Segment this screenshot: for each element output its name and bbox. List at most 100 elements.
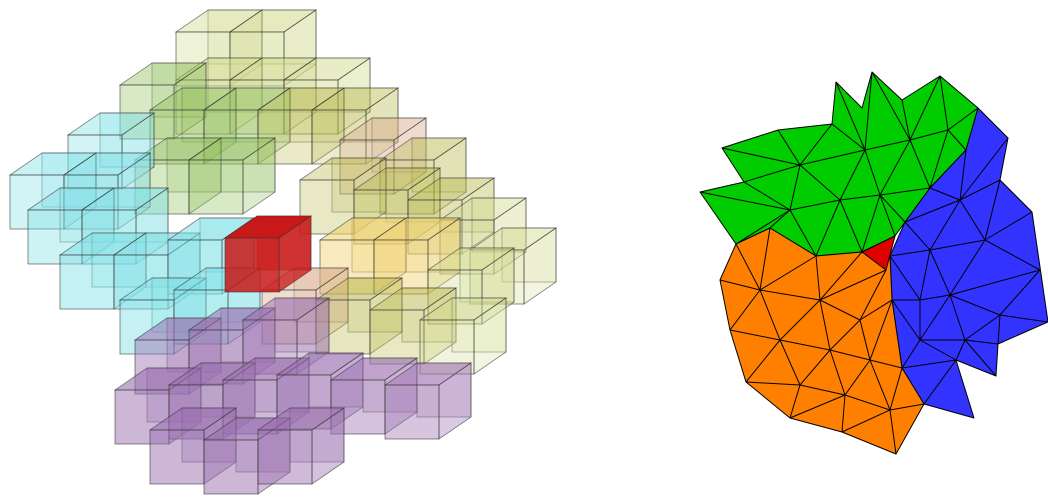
mesh-edge [889,367,903,411]
red-mesh-triangle [861,235,896,271]
mesh-edge [829,349,871,361]
mesh-edge [949,294,1001,316]
mesh-edge [864,149,881,196]
voxel-cube [378,137,468,215]
mesh-edge [889,403,925,411]
mesh-edge [799,164,841,201]
voxel-cube [256,407,346,485]
mesh-edge [779,339,801,386]
mesh-edge [929,187,961,201]
mesh-edge [889,409,897,455]
mesh-edge [819,269,887,301]
mesh-edge [919,294,951,341]
voxel-cube [338,117,428,195]
mesh-edge [759,227,771,291]
mesh-edge [955,339,966,361]
mesh-edge [789,394,846,419]
mesh-edge [789,384,801,419]
mesh-edge [879,194,906,223]
red-voxel-cube [223,215,313,293]
mesh-edge [799,349,831,386]
mesh-edge [743,181,791,211]
triangle-mesh-panel [699,71,1048,455]
mesh-edge [939,75,949,131]
mesh-edge [839,199,863,253]
mesh-edge [829,349,846,396]
mesh-edge [729,289,761,331]
mesh-edge [959,179,1001,201]
voxel-cube [368,287,458,365]
mesh-edge [964,339,997,377]
voxel-cube [282,57,372,135]
mesh-edge [819,299,861,321]
mesh-edge [777,129,801,166]
mesh-edge [999,314,1048,323]
mesh-edge [984,211,1033,241]
mesh-edge [909,139,931,189]
mesh-edge [947,129,967,151]
mesh-edge [859,319,871,361]
mesh-edge [759,255,817,291]
mesh-edge [735,243,761,291]
mesh-edge [844,394,891,411]
mesh-edge [745,381,801,386]
mesh-edge [759,289,821,301]
mesh-edge [859,269,887,321]
mesh-edge [841,394,846,433]
voxel-cube [383,362,473,440]
mesh-edge [864,71,873,151]
mesh-edge [929,199,961,251]
mesh-edge [799,384,846,396]
mesh-edge [799,123,833,166]
mesh-edge [929,129,949,189]
voxel-cube [202,87,292,165]
mesh-edge [929,249,951,296]
mesh-edge [923,359,957,405]
mesh-edge [984,179,1001,241]
mesh-edge [959,137,1009,201]
mesh-edge [901,99,911,141]
mesh-edge [891,299,921,341]
mesh-edge [871,71,911,141]
mesh-edge [909,129,949,141]
mesh-edge [959,149,967,201]
mesh-edge [745,339,781,383]
mesh-edge [869,299,893,361]
mesh-edge [889,255,921,301]
mesh-edge [904,199,961,223]
mesh-edge [789,209,817,257]
mesh-edge [997,314,1001,345]
voxel-cube [174,57,264,135]
voxel-cube [187,307,277,385]
mesh-edge [841,409,891,433]
voxel-cube [8,152,98,230]
mesh-edge [869,359,891,411]
mesh-edge [844,359,871,396]
mesh-edge [959,199,986,241]
mesh-edge [719,279,761,291]
mesh-edge [879,194,896,237]
voxel-cube [298,157,388,235]
mesh-edge [964,339,999,345]
voxel-partition-panel [8,9,558,495]
mesh-edge [947,107,979,131]
mesh-edge [901,359,957,369]
mesh-edge [929,239,986,251]
mesh-edge [949,239,986,296]
mesh-edge [789,199,841,211]
mesh-edge [999,269,1041,316]
mesh-edge [729,329,781,341]
voxel-cube [310,87,400,165]
mesh-edge [815,199,841,257]
voxel-cube [228,9,318,87]
mesh-edge [839,149,866,201]
mesh-edge [859,299,893,321]
voxel-cube [418,297,508,375]
mesh-edge [949,269,1041,296]
mesh-edge [919,339,957,361]
mesh-edge [909,75,941,141]
voxel-cube [426,247,516,325]
voxel-cube [372,217,462,295]
mesh-edge [721,147,801,166]
